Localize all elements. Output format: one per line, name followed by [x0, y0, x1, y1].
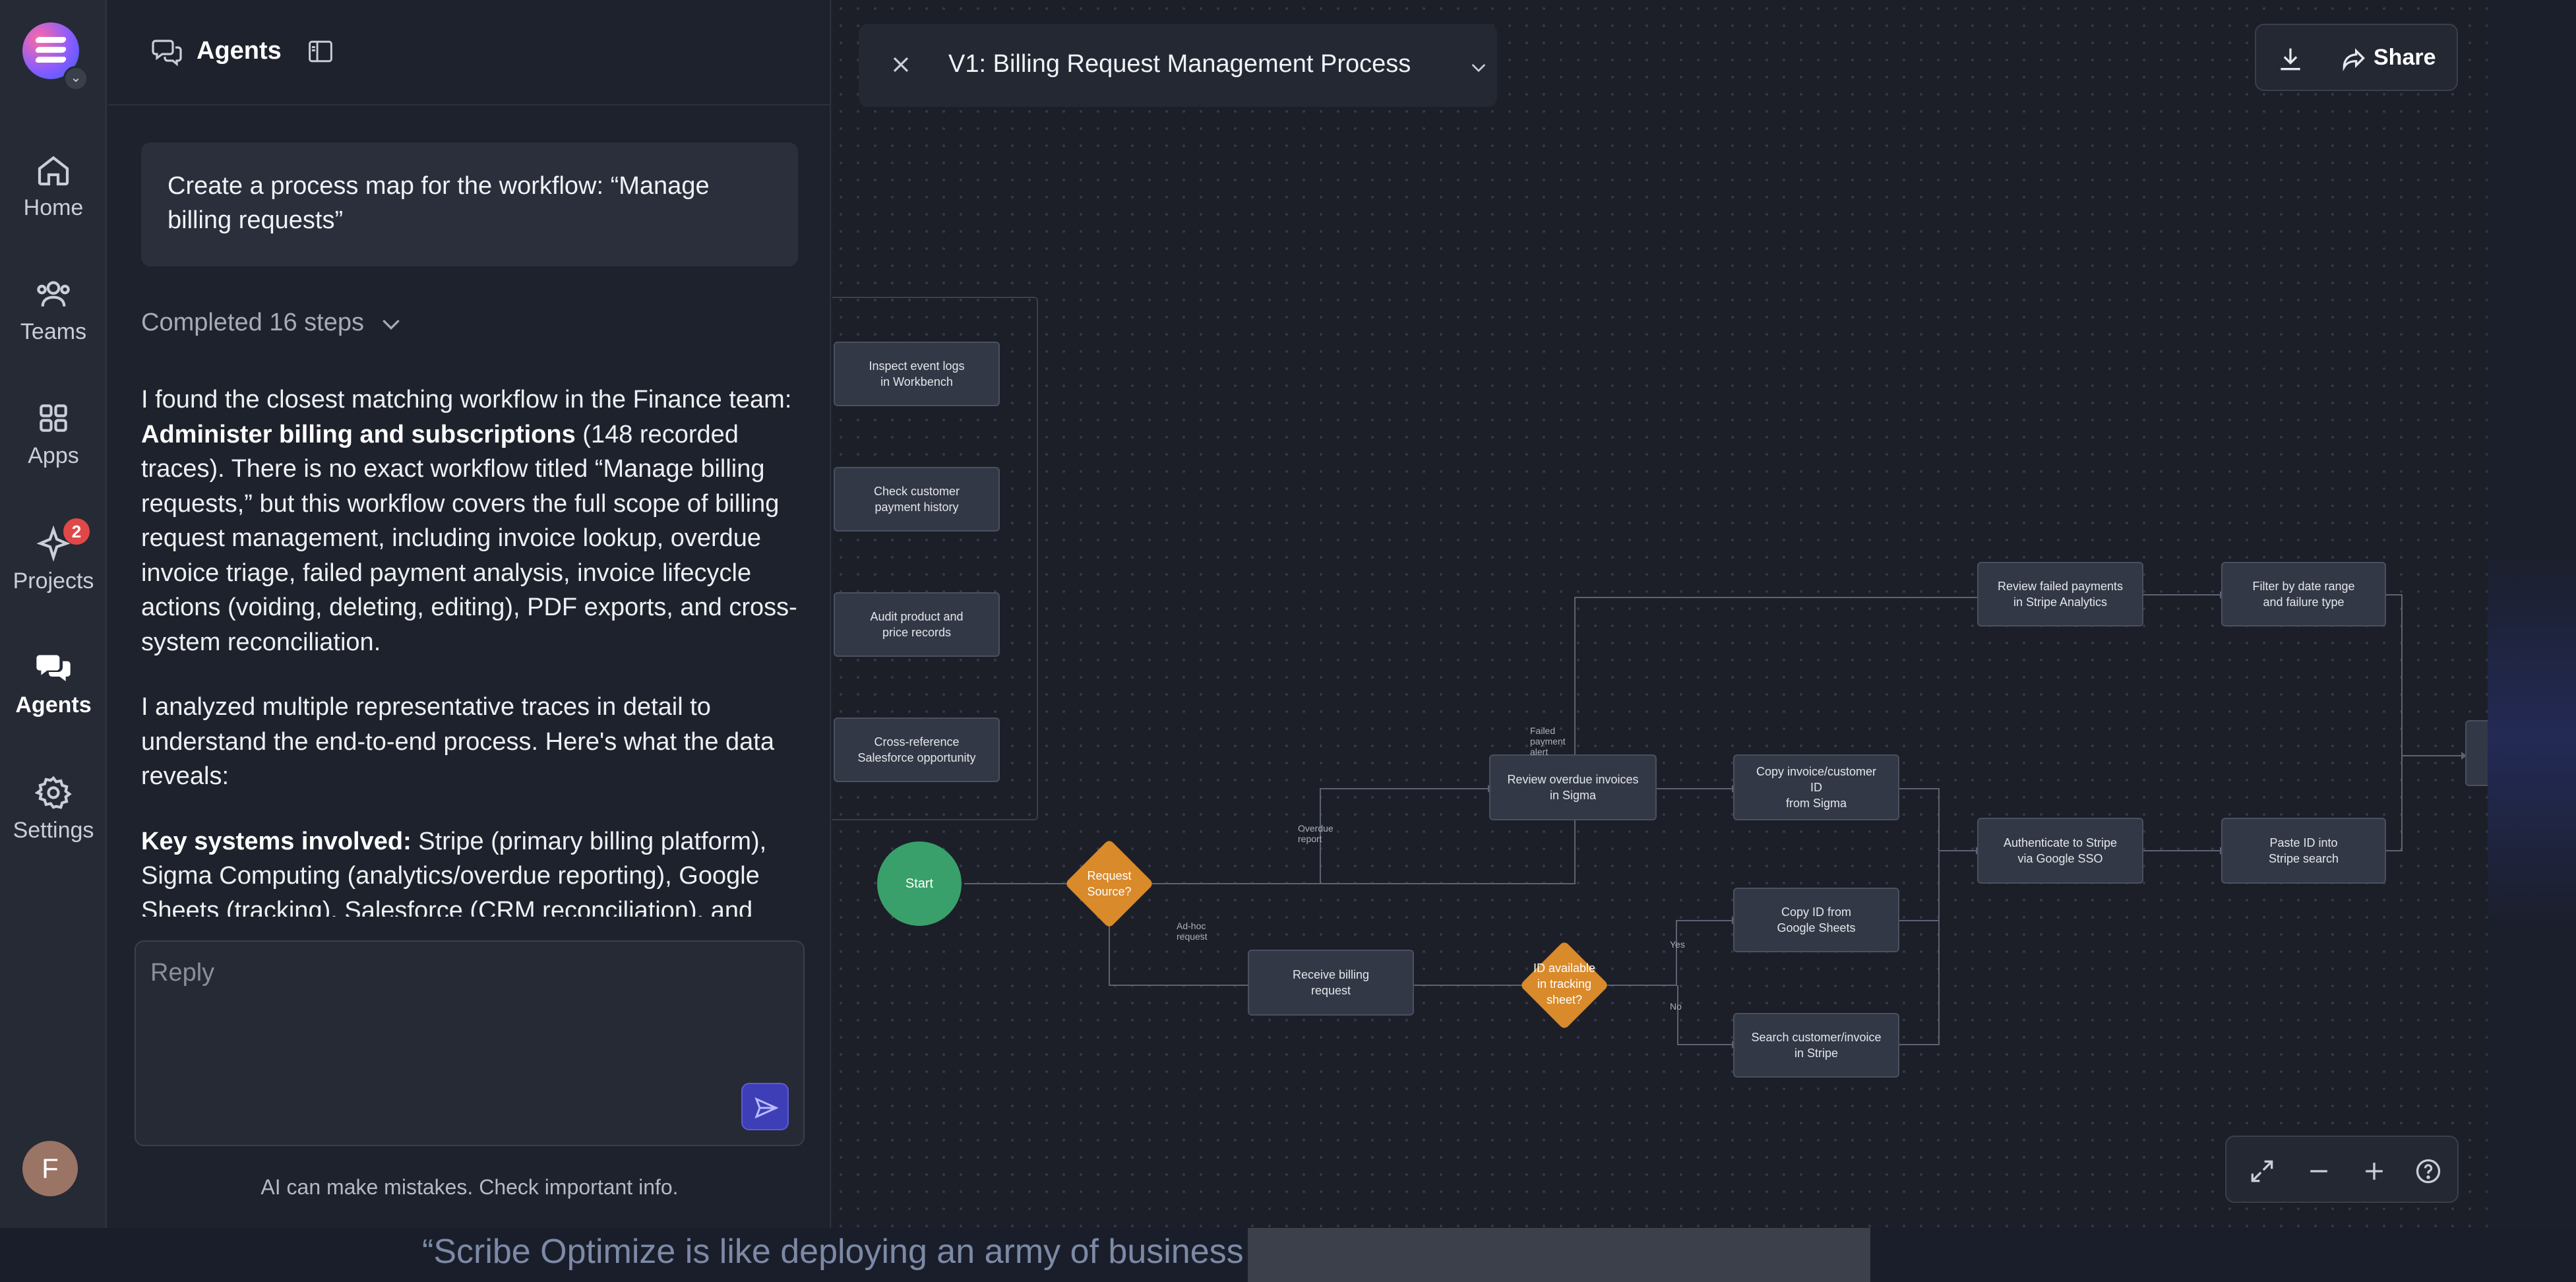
chat-bubbles-icon — [36, 655, 71, 681]
node-inspect-event-logs[interactable]: Inspect event logs in Workbench — [834, 342, 1000, 406]
avatar[interactable]: F — [22, 1141, 78, 1196]
node-copy-id-sigma[interactable]: Copy invoice/customer ID from Sigma — [1733, 754, 1899, 820]
chat-header: Agents — [108, 0, 830, 106]
rail-label: Projects — [13, 568, 94, 594]
help-icon[interactable] — [2414, 1157, 2443, 1189]
fit-view-icon[interactable] — [2248, 1157, 2277, 1189]
send-button[interactable] — [741, 1083, 789, 1130]
ai-disclaimer: AI can make mistakes. Check important in… — [261, 1175, 679, 1199]
rail-label: Apps — [28, 443, 79, 468]
notification-badge: 2 — [63, 518, 90, 545]
send-icon — [754, 1097, 779, 1119]
rail-label: Teams — [20, 319, 87, 344]
edge-label: Failed payment alert — [1530, 725, 1566, 757]
reply-box — [135, 940, 805, 1146]
chevron-down-icon[interactable]: ⌄ — [63, 66, 88, 91]
message-paragraph: Key systems involved: Stripe (primary bi… — [141, 827, 767, 917]
rail-item-home[interactable]: Home — [0, 152, 107, 257]
edge — [1596, 920, 1732, 986]
chat-bubbles-icon — [152, 40, 182, 67]
download-icon[interactable] — [2276, 45, 2305, 74]
map-actions: Share — [2255, 24, 2458, 91]
node-check-payment-history[interactable]: Check customer payment history — [834, 467, 1000, 532]
sparkle-icon — [36, 525, 71, 562]
sidebar-toggle-icon[interactable] — [307, 40, 334, 63]
rail-item-agents[interactable]: Agents — [0, 649, 107, 754]
process-edges — [964, 591, 2467, 1049]
close-icon[interactable] — [888, 51, 914, 78]
users-icon — [37, 281, 70, 307]
node-review-failed-payments[interactable]: Review failed payments in Stripe Analyti… — [1977, 562, 2143, 626]
share-icon[interactable] — [2339, 45, 2368, 74]
edge — [1109, 905, 1248, 986]
zoom-out-icon[interactable] — [2304, 1157, 2333, 1189]
node-receive-billing-request[interactable]: Receive billing request — [1248, 950, 1414, 1016]
rail-label: Settings — [13, 818, 94, 843]
message-paragraph: I found the closest matching workflow in… — [141, 386, 797, 656]
gear-icon — [35, 776, 72, 809]
edge — [1677, 985, 1732, 1045]
node-authenticate-stripe[interactable]: Authenticate to Stripe via Google SSO — [1977, 818, 2143, 884]
chevron-down-icon — [382, 319, 400, 330]
testimonial-photo — [1248, 1228, 1870, 1282]
rail-item-projects[interactable]: 2 Projects — [0, 518, 107, 630]
node-next-offscreen[interactable] — [2465, 720, 2488, 786]
node-filter-date-range[interactable]: Filter by date range and failure type — [2221, 562, 2386, 626]
background-page: “Scribe Optimize is like deploying an ar… — [0, 1228, 2576, 1282]
zoom-controls — [2225, 1136, 2459, 1203]
share-button[interactable]: Share — [2374, 45, 2436, 70]
edge — [1130, 597, 1977, 884]
process-map-canvas[interactable]: Inspect event logs in Workbench Check cu… — [832, 0, 2488, 1228]
decision-label: Request Source? — [1087, 869, 1132, 898]
left-rail: ⌄ Home Teams Apps 2 Projects Agents Sett… — [0, 0, 107, 1228]
home-icon — [38, 156, 69, 186]
app-window: ⌄ Home Teams Apps 2 Projects Agents Sett… — [0, 0, 2488, 1228]
node-start[interactable]: Start — [877, 841, 962, 926]
context-group — [832, 297, 1038, 820]
edge-label: Yes — [1670, 939, 1685, 950]
user-prompt-bubble: Create a process map for the workflow: “… — [141, 142, 798, 266]
rail-item-teams[interactable]: Teams — [0, 276, 107, 381]
grid-icon — [40, 404, 67, 432]
node-search-stripe[interactable]: Search customer/invoice in Stripe — [1733, 1013, 1899, 1078]
node-copy-id-sheets[interactable]: Copy ID from Google Sheets — [1733, 888, 1899, 952]
map-title: V1: Billing Request Management Process — [948, 50, 1411, 78]
edge — [1899, 851, 1940, 921]
steps-toggle[interactable]: Completed 16 steps — [141, 309, 404, 337]
rail-item-apps[interactable]: Apps — [0, 400, 107, 505]
node-audit-product-price[interactable]: Audit product and price records — [834, 592, 1000, 657]
chevron-down-icon[interactable] — [1468, 57, 1489, 78]
assistant-message: I found the closest matching workflow in… — [141, 382, 801, 917]
edge — [1899, 788, 1976, 851]
steps-label: Completed 16 steps — [141, 309, 364, 336]
reply-input[interactable] — [150, 959, 744, 987]
message-paragraph: I analyzed multiple representative trace… — [141, 693, 774, 790]
map-title-bar: V1: Billing Request Management Process — [859, 24, 1497, 107]
edge-label: No — [1670, 1001, 1682, 1012]
logo-mark — [34, 37, 67, 65]
node-crossref-salesforce[interactable]: Cross-reference Salesforce opportunity — [834, 717, 1000, 782]
rail-item-settings[interactable]: Settings — [0, 774, 107, 880]
rail-label: Home — [23, 195, 84, 220]
edge — [1899, 851, 1940, 1045]
background-glow — [2488, 554, 2576, 923]
edge — [2386, 594, 2461, 756]
edge — [2386, 756, 2403, 851]
node-paste-id-stripe[interactable]: Paste ID into Stripe search — [2221, 818, 2386, 884]
panel-title: Agents — [197, 37, 282, 65]
decision-label: ID available in tracking sheet? — [1533, 962, 1596, 1006]
edge-label: Overdue report — [1298, 823, 1334, 844]
agent-chat-panel: Agents Create a process map for the work… — [108, 0, 831, 1228]
edge-label: Ad-hoc request — [1177, 921, 1208, 942]
zoom-in-icon[interactable] — [2360, 1157, 2389, 1189]
node-review-overdue-invoices[interactable]: Review overdue invoices in Sigma — [1489, 754, 1657, 820]
background-page-right — [2488, 0, 2576, 1228]
rail-label: Agents — [15, 692, 92, 717]
